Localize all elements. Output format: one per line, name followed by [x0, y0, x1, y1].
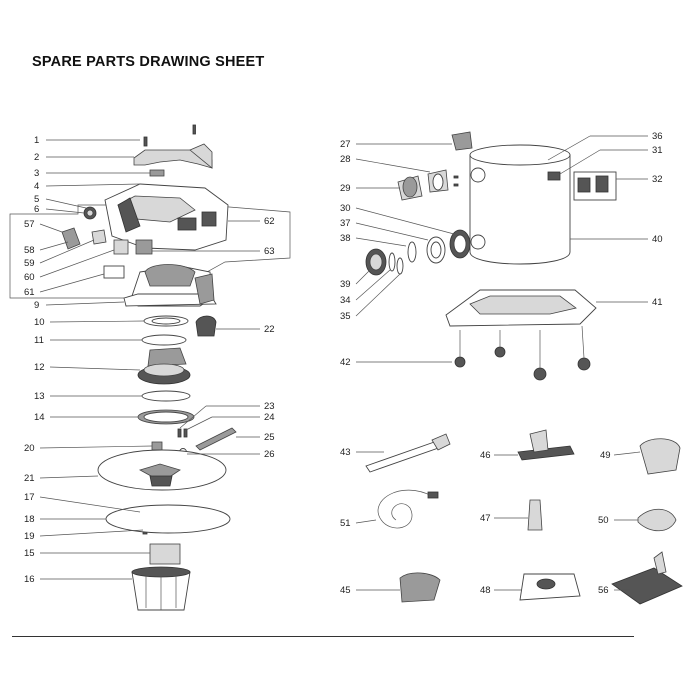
callout-label: 43 — [340, 447, 351, 458]
callout-label: 12 — [34, 362, 45, 373]
tank-assembly — [365, 131, 617, 381]
callout-label: 15 — [24, 548, 35, 559]
callout-label: 49 — [600, 450, 611, 461]
callout-label: 3 — [34, 168, 39, 179]
callout-label: 56 — [598, 585, 609, 596]
callout-label: 1 — [34, 135, 39, 146]
callout-label: 37 — [340, 218, 351, 229]
callout-label: 2 — [34, 152, 39, 163]
callout-label: 31 — [652, 145, 663, 156]
callout-label: 47 — [480, 513, 491, 524]
callout-label: 36 — [652, 131, 663, 142]
callout-label: 34 — [340, 295, 351, 306]
callout-label: 38 — [340, 233, 351, 244]
callout-label: 18 — [24, 514, 35, 525]
callout-label: 25 — [264, 432, 275, 443]
page-title: SPARE PARTS DRAWING SHEET — [32, 54, 265, 70]
callout-label: 58 — [24, 245, 35, 256]
callout-label: 39 — [340, 279, 351, 290]
callout-label: 40 — [652, 234, 663, 245]
callout-label: 27 — [340, 139, 351, 150]
callout-label: 17 — [24, 492, 35, 503]
callout-label: 41 — [652, 297, 663, 308]
callout-label: 26 — [264, 449, 275, 460]
callout-label: 20 — [24, 443, 35, 454]
callout-label: 16 — [24, 574, 35, 585]
callout-label: 63 — [264, 246, 275, 257]
callout-label: 62 — [264, 216, 275, 227]
motor-head-assembly — [9, 124, 291, 611]
callout-label: 21 — [24, 473, 35, 484]
callout-label: 6 — [34, 204, 39, 215]
accessories — [365, 429, 683, 605]
callout-label: 46 — [480, 450, 491, 461]
callout-label: 45 — [340, 585, 351, 596]
callout-label: 28 — [340, 154, 351, 165]
callout-label: 42 — [340, 357, 351, 368]
callout-label: 13 — [34, 391, 45, 402]
callout-label: 9 — [34, 300, 39, 311]
footer-divider — [12, 636, 634, 637]
callout-label: 57 — [24, 219, 35, 230]
callout-label: 14 — [34, 412, 45, 423]
callout-label: 24 — [264, 412, 275, 423]
callout-label: 22 — [264, 324, 275, 335]
callout-label: 30 — [340, 203, 351, 214]
callout-label: 5 — [34, 194, 39, 205]
callout-label: 61 — [24, 287, 35, 298]
callout-label: 4 — [34, 181, 39, 192]
callout-label: 35 — [340, 311, 351, 322]
callout-label: 59 — [24, 258, 35, 269]
callout-labels: 1 2 3 4 5 6 57 58 59 60 61 62 63 9 10 22… — [24, 131, 663, 596]
callout-label: 19 — [24, 531, 35, 542]
callout-label: 50 — [598, 515, 609, 526]
callout-label: 11 — [34, 335, 44, 346]
callout-label: 48 — [480, 585, 491, 596]
callout-label: 32 — [652, 174, 663, 185]
callout-label: 60 — [24, 272, 35, 283]
callout-label: 51 — [340, 518, 351, 529]
callout-label: 29 — [340, 183, 351, 194]
callout-label: 10 — [34, 317, 45, 328]
callout-label: 23 — [264, 401, 275, 412]
